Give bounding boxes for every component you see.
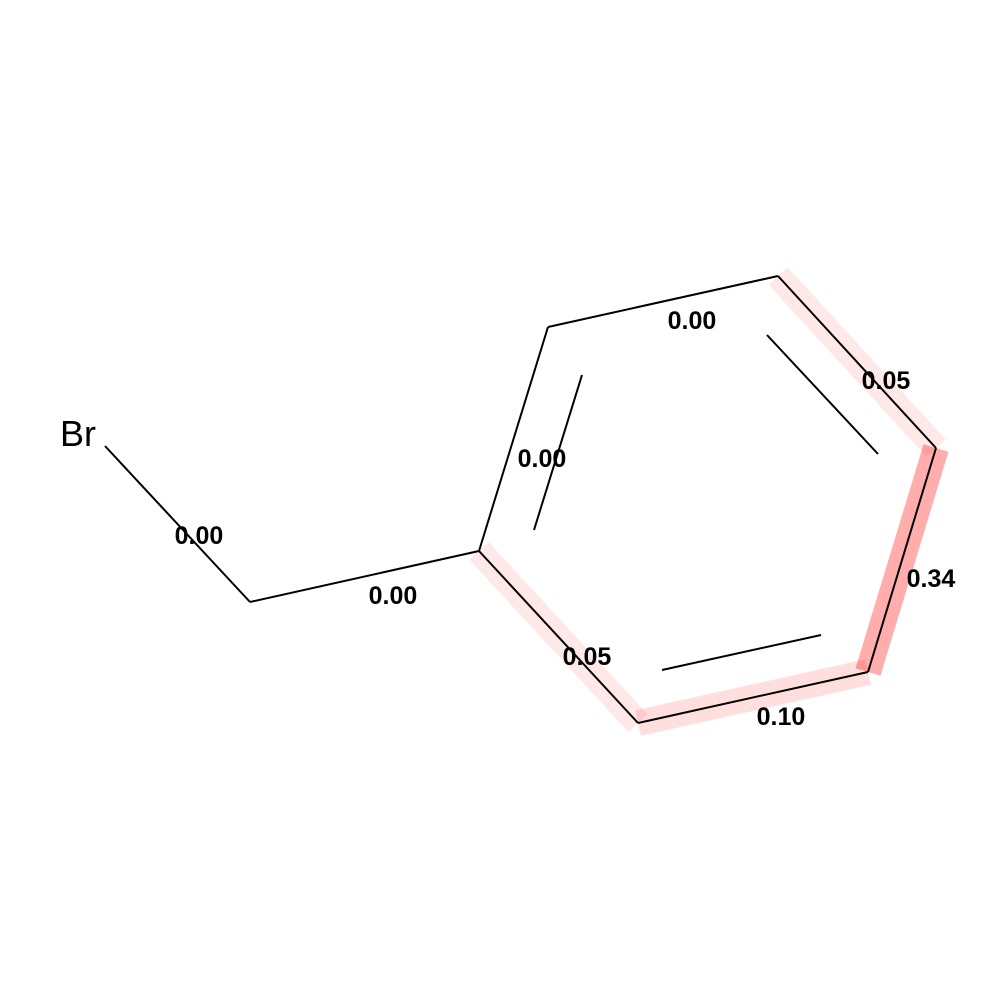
bond-c1-c2-inner	[533, 374, 583, 531]
bond-label-c4-c5: 0.34	[907, 565, 956, 593]
bond-label-c6-c1: 0.05	[563, 643, 612, 671]
bond-c6-c1	[478, 550, 639, 724]
bond-c3-c4	[777, 275, 937, 449]
bond-highlights	[469, 267, 949, 736]
bond-label-br-ch2: 0.00	[175, 522, 224, 550]
bond-label-c2-c3: 0.00	[668, 307, 717, 335]
bond-c5-c6	[637, 671, 869, 724]
atom-label-br: Br	[60, 413, 96, 454]
bond-c4-c5	[867, 447, 937, 673]
bonds	[104, 275, 937, 724]
bond-label-c3-c4: 0.05	[862, 367, 911, 395]
bond-c2-c3	[547, 275, 779, 328]
bond-br-ch2	[104, 445, 251, 603]
bond-label-ch2-c1: 0.00	[369, 582, 418, 610]
bond-c5-c6-inner	[661, 634, 822, 671]
bond-label-c5-c6: 0.10	[757, 703, 806, 731]
bond-label-c1-c2: 0.00	[518, 445, 567, 473]
bond-c3-c4-inner	[766, 334, 879, 455]
bond-c1-c2	[478, 326, 549, 552]
bond-labels: 0.00 0.00 0.00 0.00 0.05 0.34 0.10 0.05	[175, 307, 956, 731]
bond-ch2-c1	[249, 550, 480, 603]
